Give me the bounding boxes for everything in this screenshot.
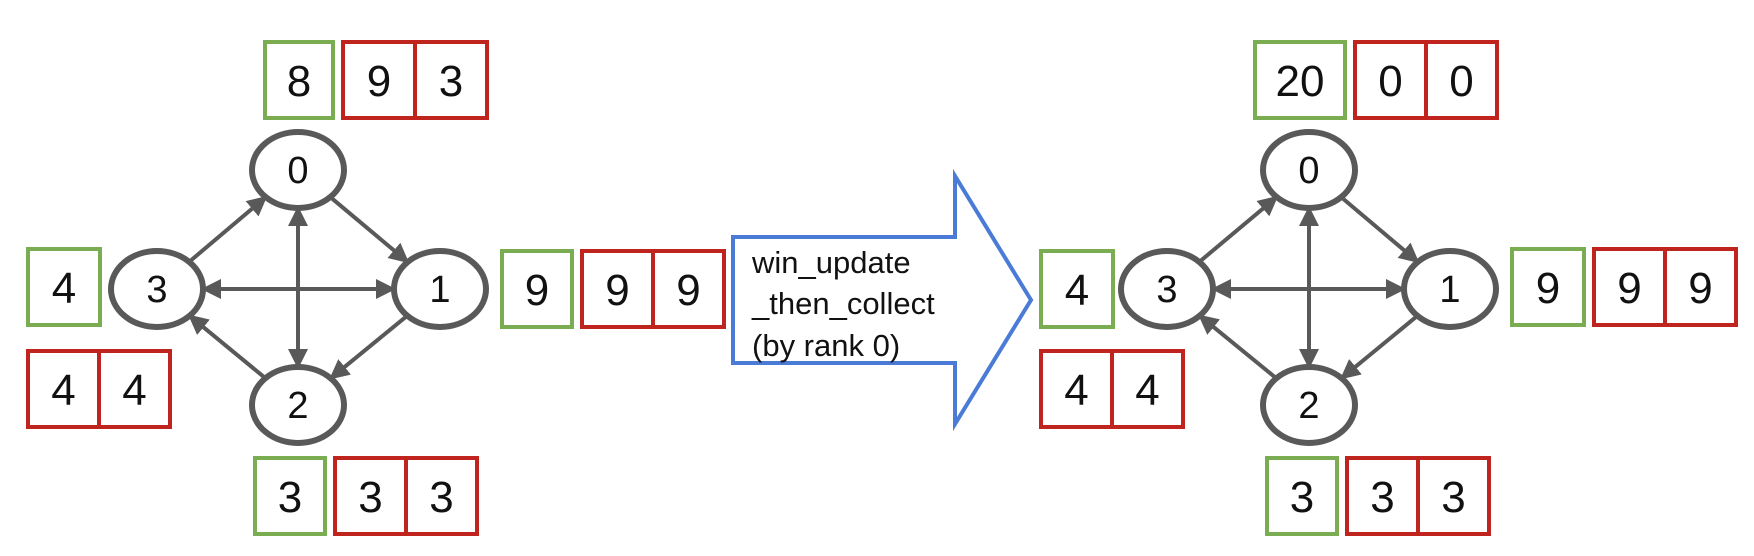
node-circle bbox=[391, 248, 489, 330]
value-box-red-text: 4 bbox=[122, 366, 146, 415]
value-box-green-text: 9 bbox=[525, 266, 549, 315]
edge-0-1 bbox=[1339, 195, 1420, 264]
value-box-green bbox=[1039, 249, 1115, 329]
value-box-green bbox=[253, 456, 327, 536]
node-rank-2: 2 bbox=[249, 364, 347, 446]
value-box-green-text: 9 bbox=[1536, 264, 1560, 313]
node-circle bbox=[1401, 248, 1499, 330]
transition-arrow-label-line1: win_update bbox=[751, 245, 911, 280]
edge-2-3 bbox=[188, 314, 267, 380]
node-rank-label: 0 bbox=[287, 150, 308, 192]
node-circle bbox=[108, 248, 206, 330]
edge-1-2 bbox=[329, 314, 409, 380]
value-box-red-text: 4 bbox=[1064, 366, 1088, 415]
edge-1-2 bbox=[1340, 314, 1419, 380]
value-box-red-text: 3 bbox=[429, 473, 453, 522]
value-box-red-text: 9 bbox=[1617, 264, 1641, 313]
node-circle bbox=[249, 364, 347, 446]
node-rank-label: 3 bbox=[146, 269, 167, 311]
value-box-red-text: 9 bbox=[605, 266, 629, 315]
node-rank-2: 2 bbox=[1260, 364, 1358, 446]
edge-3-0 bbox=[1198, 195, 1279, 264]
value-box-green-text: 8 bbox=[287, 57, 311, 106]
node-circle bbox=[249, 129, 347, 211]
value-box-red-text: 3 bbox=[1441, 473, 1465, 522]
node-rank-label: 1 bbox=[1439, 269, 1460, 311]
value-box-red-text: 3 bbox=[1370, 473, 1394, 522]
node-rank-0: 0 bbox=[1260, 129, 1358, 211]
transition-arrow-label-line3: (by rank 0) bbox=[752, 328, 900, 363]
value-box-green bbox=[26, 247, 102, 327]
node-rank-label: 1 bbox=[429, 269, 450, 311]
edge-3-0 bbox=[187, 195, 268, 264]
value-box-red-text: 9 bbox=[676, 266, 700, 315]
node-circle bbox=[1260, 129, 1358, 211]
node-rank-label: 2 bbox=[1298, 385, 1319, 427]
node-circle bbox=[1118, 248, 1216, 330]
edge-0-1 bbox=[329, 195, 410, 264]
node-rank-label: 0 bbox=[1298, 150, 1319, 192]
node-rank-1: 1 bbox=[391, 248, 489, 330]
value-box-green-text: 4 bbox=[1065, 266, 1089, 315]
value-box-green bbox=[1510, 247, 1586, 327]
node-circle bbox=[1260, 364, 1358, 446]
node-rank-1: 1 bbox=[1401, 248, 1499, 330]
value-box-green bbox=[500, 249, 574, 329]
node-rank-label: 3 bbox=[1156, 269, 1177, 311]
transition-arrow bbox=[731, 168, 1034, 432]
node-rank-label: 2 bbox=[287, 385, 308, 427]
value-box-green bbox=[1265, 456, 1339, 536]
value-box-red-text: 4 bbox=[1135, 366, 1159, 415]
value-box-red-text: 0 bbox=[1378, 57, 1402, 106]
value-box-green-text: 20 bbox=[1276, 57, 1325, 106]
value-box-red-text: 3 bbox=[358, 473, 382, 522]
value-box-red-text: 9 bbox=[1688, 264, 1712, 313]
node-rank-0: 0 bbox=[249, 129, 347, 211]
transition-arrow-label-line2: _then_collect bbox=[751, 286, 935, 321]
value-box-red-text: 4 bbox=[51, 366, 75, 415]
value-box-green bbox=[263, 40, 335, 120]
value-box-green-text: 4 bbox=[52, 264, 76, 313]
value-box-red-text: 0 bbox=[1449, 57, 1473, 106]
node-rank-3: 3 bbox=[1118, 248, 1216, 330]
value-box-green bbox=[1253, 40, 1347, 120]
value-box-green-text: 3 bbox=[1290, 473, 1314, 522]
value-box-red-text: 3 bbox=[439, 57, 463, 106]
value-box-red-text: 9 bbox=[367, 57, 391, 106]
node-rank-3: 3 bbox=[108, 248, 206, 330]
value-box-green-text: 3 bbox=[278, 473, 302, 522]
edge-2-3 bbox=[1198, 314, 1278, 380]
